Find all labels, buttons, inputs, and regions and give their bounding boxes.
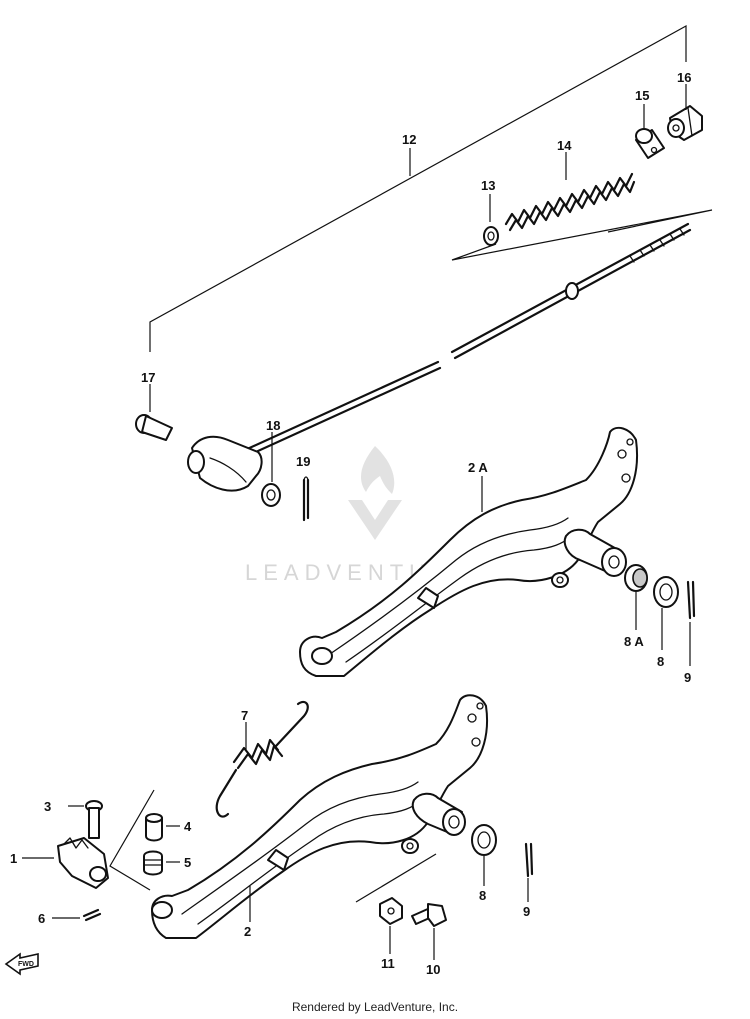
callout-4: 4 xyxy=(184,819,192,834)
callout-13: 13 xyxy=(481,178,495,193)
callout-14: 14 xyxy=(557,138,572,153)
callout-12: 12 xyxy=(402,132,416,147)
callout-16: 16 xyxy=(677,70,691,85)
callout-19: 19 xyxy=(296,454,310,469)
callout-7: 7 xyxy=(241,708,248,723)
assembly-guide xyxy=(451,209,713,261)
brake-pedal-2a xyxy=(299,426,638,677)
front-arrow-icon: FWD xyxy=(4,952,39,976)
callout-9-lower: 9 xyxy=(523,904,530,919)
callout-3: 3 xyxy=(44,799,51,814)
callout-5: 5 xyxy=(184,855,191,870)
assembly-guide-lower xyxy=(355,853,437,903)
rod-yoke xyxy=(187,435,263,492)
collar-4 xyxy=(145,813,163,842)
brake-pedal-2 xyxy=(151,694,488,939)
nut-11 xyxy=(379,897,403,925)
pin-17 xyxy=(135,414,173,441)
assembly-guide-left xyxy=(109,789,155,891)
watermark-flame-icon xyxy=(360,446,395,494)
bolt-3 xyxy=(85,800,103,839)
callout-10: 10 xyxy=(426,962,440,977)
brake-rod-assembly xyxy=(135,24,713,522)
callout-15: 15 xyxy=(635,88,649,103)
rod-collar xyxy=(565,282,579,300)
rod-thread xyxy=(629,228,685,263)
callout-labels: 12 13 14 15 16 17 18 19 2 A 8 A 8 9 7 3 … xyxy=(10,70,691,977)
footer-credit: Rendered by LeadVenture, Inc. xyxy=(291,1000,459,1014)
washer-8-upper xyxy=(653,576,679,608)
callout-9-upper: 9 xyxy=(684,670,691,685)
washer-13 xyxy=(483,226,499,246)
washer-18 xyxy=(261,483,281,507)
callout-2a: 2 A xyxy=(468,460,488,475)
joint-15 xyxy=(635,128,665,159)
watermark-v-icon xyxy=(348,500,402,540)
cotter-pin-9-upper xyxy=(686,580,696,620)
callout-17: 17 xyxy=(141,370,155,385)
group-line-12 xyxy=(149,24,687,352)
pin-6 xyxy=(82,908,102,922)
callout-1: 1 xyxy=(10,851,17,866)
callout-8-lower: 8 xyxy=(479,888,486,903)
callout-18: 18 xyxy=(266,418,280,433)
callout-11: 11 xyxy=(381,956,395,971)
spring-5 xyxy=(143,850,163,876)
nut-16 xyxy=(667,105,703,141)
front-marker-text: FWD xyxy=(18,961,34,968)
callout-2: 2 xyxy=(244,924,251,939)
callout-6: 6 xyxy=(38,911,45,926)
bracket-1 xyxy=(57,837,109,889)
callout-8a: 8 A xyxy=(624,634,644,649)
return-spring-7 xyxy=(215,700,309,818)
cotter-pin-19 xyxy=(302,476,310,522)
spring-14 xyxy=(504,172,636,232)
cotter-pin-9-lower xyxy=(524,842,534,878)
washer-8-lower xyxy=(471,824,497,856)
bolt-10 xyxy=(411,903,447,927)
bushing-8a xyxy=(624,564,648,592)
callout-8-upper: 8 xyxy=(657,654,664,669)
